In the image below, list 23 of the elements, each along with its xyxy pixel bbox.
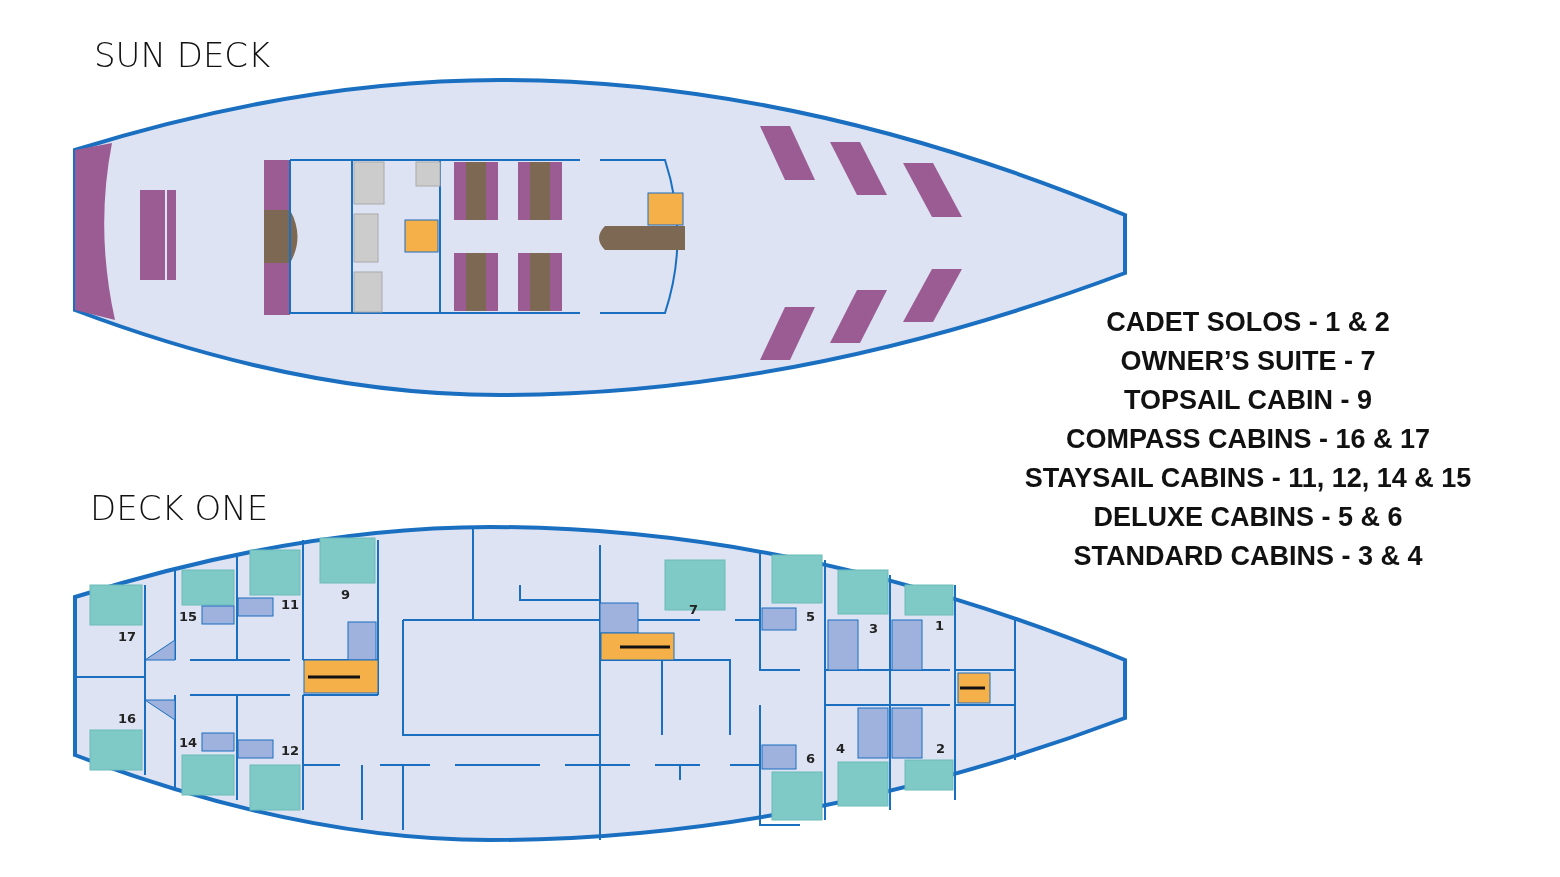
cabin-number: 17 xyxy=(118,630,137,643)
cabin-list-line: OWNER’S SUITE - 7 xyxy=(1120,348,1376,375)
cabin-list-line: TOPSAIL CABIN - 9 xyxy=(1124,387,1372,414)
deck-title: DECK ONE xyxy=(90,491,269,525)
cabin-number: 5 xyxy=(806,610,816,623)
cabin-number: 4 xyxy=(836,742,846,755)
cabin-number: 7 xyxy=(689,603,699,616)
cabin-list-line: COMPASS CABINS - 16 & 17 xyxy=(1065,426,1431,453)
cabin-list-line: STANDARD CABINS - 3 & 4 xyxy=(1073,543,1423,570)
cabin-number: 9 xyxy=(341,588,351,601)
cabin-number: 11 xyxy=(281,598,300,611)
cabin-number: 12 xyxy=(281,744,300,757)
cabin-number: 14 xyxy=(179,736,198,749)
cabin-number: 3 xyxy=(869,622,879,635)
cabin-list-line: DELUXE CABINS - 5 & 6 xyxy=(1093,504,1403,531)
cabin-number: 2 xyxy=(936,742,946,755)
cabin-list-line: STAYSAIL CABINS - 11, 12, 14 & 15 xyxy=(1024,465,1472,492)
cabin-number: 1 xyxy=(935,619,945,632)
cabin-number: 15 xyxy=(179,610,198,623)
deck-title: SUN DECK xyxy=(94,38,271,72)
cabin-number: 16 xyxy=(118,712,137,725)
cabin-list-line: CADET SOLOS - 1 & 2 xyxy=(1106,309,1390,336)
cabin-number: 6 xyxy=(806,752,816,765)
